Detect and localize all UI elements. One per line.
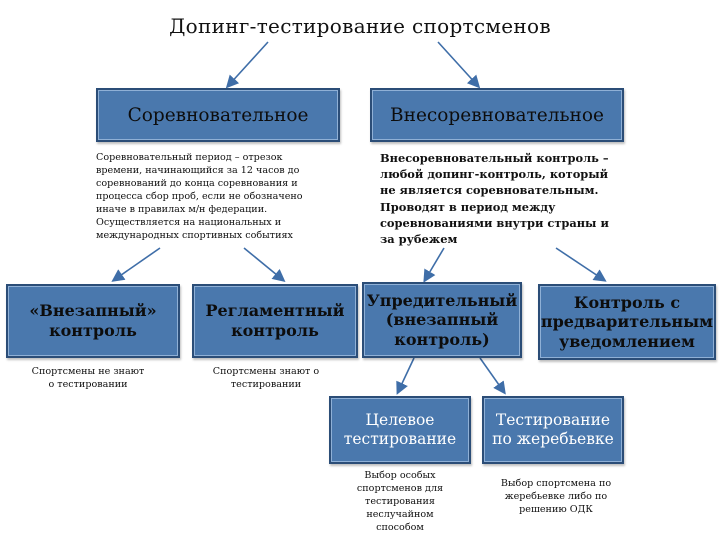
box-targeted-testing: Целевое тестирование: [329, 396, 471, 464]
arrow-preemptive-to-lottery: [479, 357, 506, 395]
box-surprise-control: «Внезапный» контроль: [6, 284, 180, 358]
note-competitive: Соревновательный период – отрезок времен…: [96, 152, 303, 241]
note-lottery: Выбор спортсмена по жеребьевке либо по р…: [500, 478, 612, 515]
box-out-of-competition: Внесоревновательное: [370, 88, 624, 142]
note-scheduled: Спортсмены знают о тестировании: [212, 366, 320, 390]
box-targeted-testing-label: Целевое тестирование: [343, 411, 457, 448]
box-advance-notice-control-label: Контроль с предварительным уведомлением: [540, 292, 714, 351]
diagram-title: Допинг-тестирование спортсменов: [169, 14, 551, 38]
box-competitive-label: Соревновательное: [127, 104, 309, 126]
note-surprise: Спортсмены не знают о тестировании: [31, 366, 145, 390]
box-lottery-testing-label: Тестирование по жеребьевке: [492, 411, 614, 448]
note-out-of-competition: Внесоревновательный контроль – любой доп…: [380, 151, 609, 246]
box-surprise-control-label: «Внезапный» контроль: [29, 301, 157, 340]
box-advance-notice-control: Контроль с предварительным уведомлением: [538, 284, 716, 360]
arrow-title-to-competitive: [225, 41, 269, 89]
box-preemptive-control-label: Упредительный (внезапный контроль): [366, 290, 518, 349]
arrow-competitive-to-scheduled: [243, 247, 286, 283]
arrow-competitive-to-surprise: [111, 247, 161, 282]
arrow-title-to-out-of-competition: [437, 41, 481, 89]
arrow-preemptive-to-targeted: [396, 357, 415, 395]
arrow-out-of-competition-to-preemptive: [423, 247, 445, 283]
box-out-of-competition-label: Внесоревновательное: [390, 104, 604, 126]
box-lottery-testing: Тестирование по жеребьевке: [482, 396, 624, 464]
arrow-out-of-competition-to-advance: [555, 247, 607, 282]
box-competitive: Соревновательное: [96, 88, 340, 142]
box-scheduled-control-label: Регламентный контроль: [205, 301, 345, 340]
box-preemptive-control: Упредительный (внезапный контроль): [362, 282, 522, 358]
box-scheduled-control: Регламентный контроль: [192, 284, 358, 358]
note-targeted: Выбор особых спортсменов для тестировани…: [356, 470, 444, 533]
